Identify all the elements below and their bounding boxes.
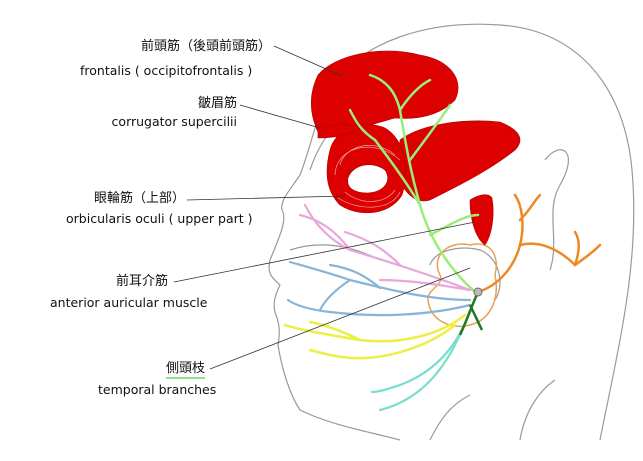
auricular-label-jp: 前耳介筋 (115, 274, 168, 289)
orbicularis-label-en: orbicularis oculi ( upper part ) (66, 211, 253, 226)
muscles (310, 50, 521, 246)
anterior-auricular-muscle (469, 194, 494, 246)
temporal-branches (348, 73, 480, 294)
corrugator-label-en: corrugator supercilii (111, 114, 237, 129)
auricular-label-en: anterior auricular muscle (50, 295, 208, 310)
frontalis-label-jp: 前頭筋（後頭前頭筋） (140, 39, 271, 54)
mandibular-branches (283, 313, 467, 360)
posterior-auricular-branch (476, 193, 602, 294)
temporal-label-en: temporal branches (98, 382, 217, 397)
orbicularis-label-jp: 眼輪筋（上部） (93, 191, 185, 206)
buccal-branches (286, 260, 472, 317)
facial-nerve-trunk (458, 291, 484, 336)
stylomastoid-foramen (473, 287, 483, 297)
frontalis-muscle (310, 50, 459, 133)
frontalis-label-en: frontalis ( occipitofrontalis ) (80, 63, 253, 78)
corrugator-label-jp: 皺眉筋 (197, 96, 237, 111)
muscle-fibers (334, 145, 401, 208)
ear-outline (427, 243, 497, 327)
orbicularis-oculi-muscle (326, 124, 406, 214)
zygomatic-branches (298, 203, 472, 292)
temporal-label-jp: 側頭枝 (166, 361, 206, 379)
leader-lines (173, 45, 476, 370)
